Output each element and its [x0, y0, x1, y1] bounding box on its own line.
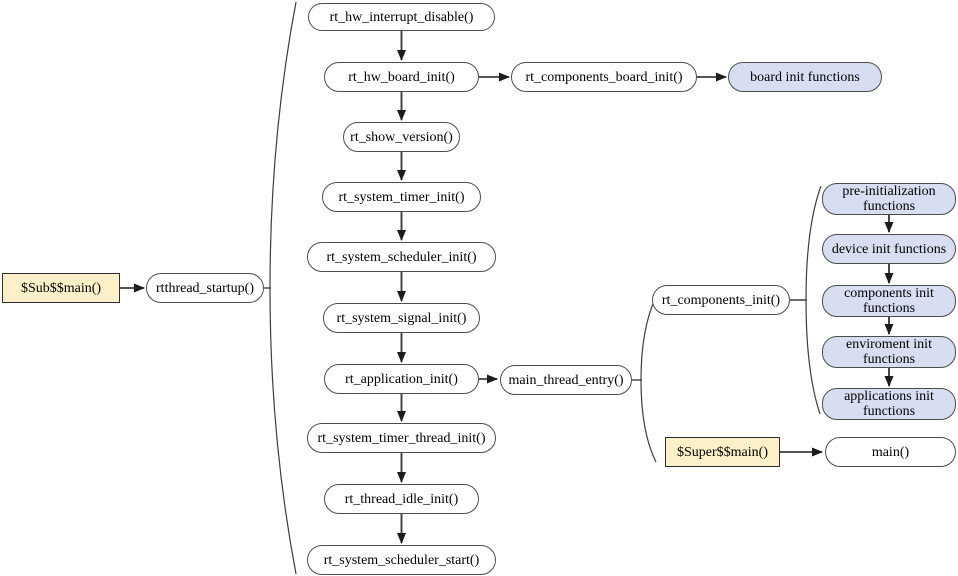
- node-rt-system-timer-init: rt_system_timer_init(): [322, 182, 481, 212]
- node-enviroment-init-functions: enviroment init functions: [822, 336, 956, 368]
- node-sub-main: $Sub$$main(): [2, 273, 120, 303]
- brace-startup-sequence: [269, 1, 297, 575]
- node-main: main(): [825, 437, 956, 467]
- brace-main-thread-group: [640, 296, 657, 463]
- node-pre-initialization-functions: pre-initialization functions: [822, 183, 956, 215]
- node-board-init-functions: board init functions: [728, 62, 882, 92]
- node-rt-hw-interrupt-disable: rt_hw_interrupt_disable(): [308, 3, 495, 31]
- node-rt-system-scheduler-init: rt_system_scheduler_init(): [307, 242, 496, 272]
- node-rt-hw-board-init: rt_hw_board_init(): [324, 62, 479, 92]
- node-device-init-functions: device init functions: [822, 234, 956, 264]
- node-rt-thread-idle-init: rt_thread_idle_init(): [324, 484, 479, 514]
- node-rt-components-init: rt_components_init(): [652, 285, 790, 315]
- node-applications-init-functions: applications init functions: [822, 388, 956, 420]
- node-rt-system-timer-thread-init: rt_system_timer_thread_init(): [307, 423, 496, 453]
- node-rt-application-init: rt_application_init(): [324, 364, 479, 394]
- node-rtthread-startup: rtthread_startup(): [146, 273, 264, 303]
- node-rt-components-board-init: rt_components_board_init(): [511, 62, 697, 92]
- node-components-init-functions: components init functions: [822, 285, 956, 317]
- node-rt-system-signal-init: rt_system_signal_init(): [323, 303, 480, 333]
- node-rt-system-scheduler-start: rt_system_scheduler_start(): [307, 545, 496, 575]
- node-main-thread-entry: main_thread_entry(): [500, 365, 632, 395]
- brace-init-stages: [805, 185, 822, 415]
- node-super-main: $Super$$main(): [665, 437, 780, 467]
- node-rt-show-version: rt_show_version(): [343, 122, 460, 152]
